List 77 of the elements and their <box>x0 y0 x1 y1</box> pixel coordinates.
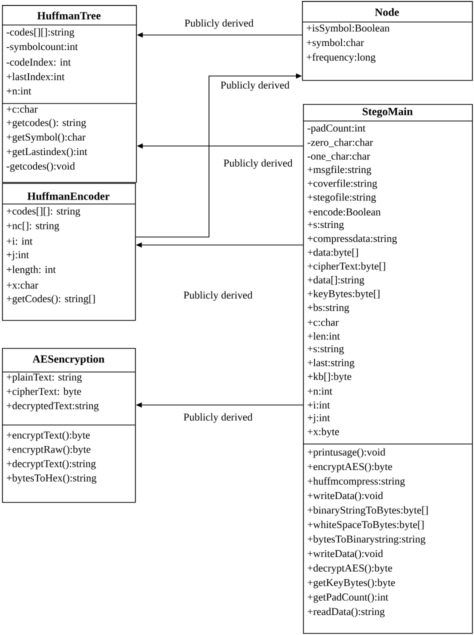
member-text: +msgfile:string <box>308 166 372 176</box>
member-text: +j:int <box>6 251 29 260</box>
member-text: +isSymbol:Boolean <box>306 24 390 34</box>
member-text: +encryptRaw():byte <box>6 446 90 456</box>
member-text: +readData():string <box>308 608 385 618</box>
member-text: +encryptText():byte <box>6 431 90 441</box>
member-text: +length: int <box>6 266 56 276</box>
member-text: +bs:string <box>308 304 350 314</box>
member-text: +len:int <box>308 332 340 340</box>
member-text: -codeIndex: int <box>6 58 71 66</box>
edge-label: Publicly derived <box>182 290 254 302</box>
class-box <box>2 183 136 321</box>
class-name: HuffmanEncoder <box>27 192 110 200</box>
member-text: +cipherText:byte[] <box>308 262 386 272</box>
member-text: +n:int <box>308 388 332 395</box>
member-text: +whiteSpaceToBytes:byte[] <box>308 520 424 530</box>
member-text: +frequency:long <box>306 53 376 63</box>
member-text: +getLastindex():int <box>6 148 88 158</box>
member-text: +nc[]: string <box>6 222 60 232</box>
member-text: +s:string <box>308 221 344 230</box>
member-text: +x:char <box>6 281 38 289</box>
class-box <box>302 104 473 634</box>
member-text: +decryptedText:string <box>6 402 99 412</box>
member-text: +bytesToHex():string <box>6 474 96 484</box>
member-text: +bytesToBinarystring:string <box>308 535 426 545</box>
member-text: -symbolcount:int <box>6 42 78 52</box>
member-text: +binaryStringToBytes:byte[] <box>308 506 428 516</box>
member-text: +printusage():void <box>308 448 386 458</box>
member-text: +coverfile:string <box>308 179 378 190</box>
class-name: Node <box>374 8 399 16</box>
class-name: AESencryption <box>32 355 104 365</box>
member-text: +n:int <box>6 87 32 95</box>
member-text: +stegofile:string <box>308 193 376 203</box>
member-text: +encode:Boolean <box>308 208 381 216</box>
member-text: +getcodes(): string <box>6 118 86 128</box>
member-text: +symbol:char <box>306 38 364 48</box>
class-name: StegoMain <box>362 108 413 118</box>
member-text: +s:string <box>308 345 344 354</box>
member-text: +getCodes(): string[] <box>6 294 95 304</box>
member-text: +kb[]:byte <box>308 372 352 382</box>
edge-label: Publicly derived <box>183 18 255 30</box>
member-text: +lastIndex:int <box>6 72 65 80</box>
class-box <box>2 5 137 183</box>
member-text: -padCount:int <box>308 124 366 134</box>
member-text: +encryptAES():byte <box>308 462 392 472</box>
member-text: +getPadCount():int <box>308 593 388 603</box>
edge-label: Publicly derived <box>222 158 294 170</box>
member-text: -getcodes():void <box>6 162 75 172</box>
member-text: +c:char <box>6 105 38 113</box>
member-text: +i: int <box>6 238 32 245</box>
member-text: -codes[][]:string <box>6 28 74 38</box>
class-name: HuffmanTree <box>37 12 101 20</box>
member-text: +compressdata:string <box>308 234 397 244</box>
member-text: +decryptAES():byte <box>308 564 392 574</box>
member-text: +x:byte <box>308 428 339 438</box>
member-text: +j:int <box>308 414 330 424</box>
member-text: +codes[][]: string <box>6 207 80 217</box>
member-text: +writeData():void <box>308 492 383 502</box>
member-text: -one_char:char <box>308 152 370 161</box>
member-text: +plainText: string <box>6 373 82 383</box>
member-text: +last:string <box>308 358 354 368</box>
member-text: +huffmcompress:string <box>308 477 405 487</box>
class-box <box>2 348 136 503</box>
member-text: +decryptText():string <box>6 460 96 470</box>
member-text: +getKeyBytes():byte <box>308 578 395 588</box>
member-text: +keyBytes:byte[] <box>308 290 380 300</box>
edge-label: Publicly derived <box>182 412 254 424</box>
member-text: -zero_char:char <box>308 138 373 148</box>
member-text: +c:char <box>308 318 339 326</box>
member-text: +writeData():void <box>308 550 383 560</box>
member-text: +getSymbol():char <box>6 133 86 143</box>
member-text: +cipherText: byte <box>6 388 81 398</box>
member-text: +data[]:string <box>308 276 364 286</box>
edge-label: Publicly derived <box>219 80 291 92</box>
member-text: +data:byte[] <box>308 248 358 258</box>
class-box <box>302 1 473 81</box>
member-text: +i:int <box>308 401 330 409</box>
